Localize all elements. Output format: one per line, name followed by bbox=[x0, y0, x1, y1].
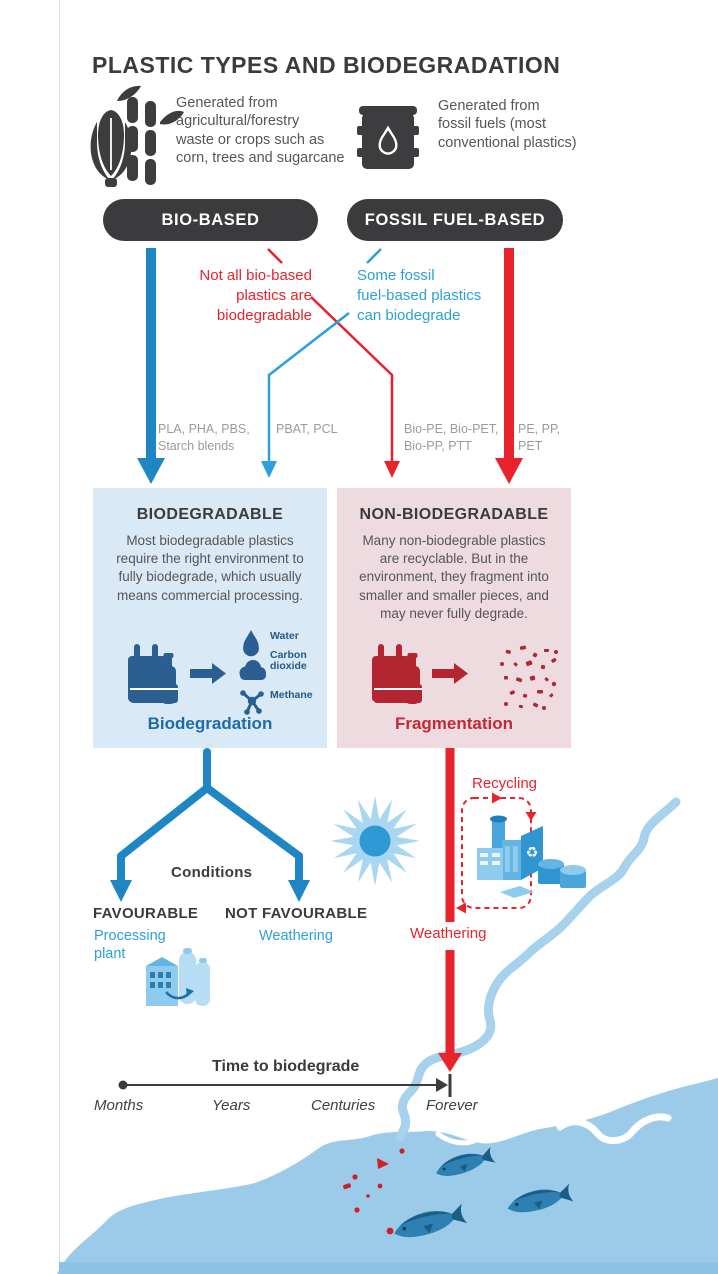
bio-based-pill: BIO-BASED bbox=[103, 199, 318, 241]
conditions-label: Conditions bbox=[171, 864, 253, 881]
timeline-axis bbox=[118, 1074, 452, 1097]
byproduct-water-label: Water bbox=[270, 630, 299, 642]
fragmentation-arrow-icon bbox=[432, 663, 468, 684]
page-title: PLASTIC TYPES AND BIODEGRADATION bbox=[92, 52, 561, 78]
fossil-main-arrow bbox=[495, 248, 523, 484]
polymer-group-label: PE, PP, PET bbox=[518, 422, 561, 453]
biodegradation-arrow-icon bbox=[190, 663, 226, 684]
bio-source-description: Generated from agricultural/forestry was… bbox=[176, 95, 345, 167]
polymer-group-label: Bio-PE, Bio-PET, Bio-PP, PTT bbox=[404, 422, 499, 453]
fish-icon bbox=[386, 1145, 574, 1244]
timeline-label-centuries: Centuries bbox=[311, 1097, 376, 1114]
recycling-factory-icon: ♻ bbox=[477, 815, 586, 898]
non-biodegradable-title: NON-BIODEGRADABLE bbox=[359, 506, 549, 523]
bio-based-pill-label: BIO-BASED bbox=[161, 210, 260, 229]
biodegradation-label: Biodegradation bbox=[147, 714, 273, 733]
fossil-exception-note: Some fossil fuel-based plastics can biod… bbox=[357, 267, 482, 325]
recycle-arrows-icon bbox=[456, 792, 537, 914]
timeline-label-forever: Forever bbox=[426, 1097, 478, 1114]
plastic-waste-icon-red bbox=[371, 643, 423, 705]
byproduct-methane-label: Methane bbox=[270, 689, 313, 701]
biodegradable-box bbox=[93, 488, 327, 748]
methane-molecule-icon bbox=[240, 690, 264, 715]
bio-exception-note: Not all bio-based plastics are biodegrad… bbox=[199, 267, 312, 325]
microplastics bbox=[343, 1148, 405, 1213]
polymer-group-label: PBAT, PCL bbox=[276, 422, 338, 436]
page-edge-line bbox=[59, 0, 60, 1274]
corn-sugarcane-icon bbox=[90, 85, 184, 187]
oil-drop-icon bbox=[378, 125, 398, 155]
conditions-branch-arrow bbox=[110, 748, 310, 902]
fossil-fuel-based-pill-label: FOSSIL FUEL-BASED bbox=[364, 210, 546, 229]
bio-main-arrow bbox=[137, 248, 165, 484]
processing-plant-label: Processing plant bbox=[94, 928, 166, 963]
fossil-exception-arrow bbox=[261, 248, 382, 478]
non-biodegradable-body: Many non-biodegrable plastics are recycl… bbox=[359, 533, 549, 621]
river bbox=[395, 797, 681, 1142]
fragmentation-label: Fragmentation bbox=[394, 714, 514, 733]
plastic-fragments-icon bbox=[500, 645, 558, 710]
svg-text:♻: ♻ bbox=[526, 845, 539, 861]
recycling-label: Recycling bbox=[472, 775, 538, 792]
weathering-red-label: Weathering bbox=[410, 925, 487, 942]
plastic-waste-icon bbox=[127, 643, 179, 705]
timeline-label-months: Months bbox=[94, 1097, 144, 1114]
fossil-source-description: Generated from fossil fuels (most conven… bbox=[438, 98, 577, 151]
not-favourable-label: NOT FAVOURABLE bbox=[225, 905, 368, 922]
weathering-blue-label: Weathering bbox=[259, 928, 333, 944]
sea-shape bbox=[57, 1078, 718, 1274]
favourable-label: FAVOURABLE bbox=[93, 905, 199, 922]
timeline-title: Time to biodegrade bbox=[212, 1058, 360, 1075]
non-biodegradable-box bbox=[337, 488, 571, 748]
weathering-arrow bbox=[438, 748, 462, 1072]
byproduct-co2-label: Carbon dioxide bbox=[270, 649, 307, 673]
co2-cloud-icon bbox=[239, 660, 266, 680]
processing-plant-icon bbox=[146, 948, 210, 1006]
fossil-fuel-based-pill: FOSSIL FUEL-BASED bbox=[347, 199, 563, 241]
biodegradable-title: BIODEGRADABLE bbox=[136, 506, 284, 523]
timeline-label-years: Years bbox=[212, 1097, 251, 1114]
water-drop-icon bbox=[243, 630, 259, 657]
oil-barrel-icon bbox=[357, 106, 419, 169]
biodegradable-body: Most biodegradable plastics require the … bbox=[116, 533, 304, 603]
polymer-group-label: PLA, PHA, PBS, Starch blends bbox=[158, 422, 250, 453]
sun-icon bbox=[330, 796, 420, 886]
